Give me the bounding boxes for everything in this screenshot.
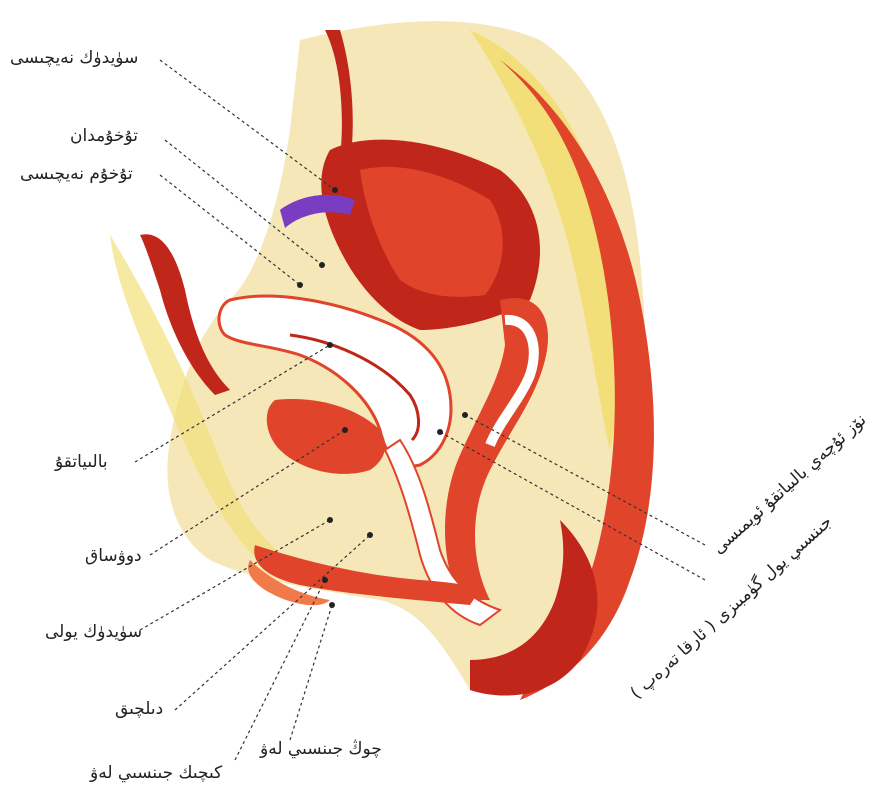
leader-ovary	[165, 140, 322, 265]
label-uterus: بالىياتقۇ	[55, 454, 108, 471]
pin-vagina	[437, 429, 443, 435]
label-ovary: تۇخۇمدان	[70, 128, 138, 145]
leader-vagina	[440, 432, 705, 580]
label-labia-majora: چوڭ جىنسىي لەۋ	[260, 741, 382, 758]
pin-uterus	[327, 342, 333, 348]
pin-labia-minora	[322, 577, 328, 583]
label-labia-minora: كىچىك جىنسىي لەۋ	[90, 765, 222, 782]
label-bladder: دوۋساق	[85, 548, 142, 565]
label-fallopian-tube: تۇخۇم نەيچىسى	[20, 166, 133, 183]
pin-urethra	[327, 517, 333, 523]
pin-fallopian	[297, 282, 303, 288]
pin-labia-majora	[329, 602, 335, 608]
leader-cervix	[465, 415, 705, 545]
pin-ovary	[319, 262, 325, 268]
pin-ureter	[332, 187, 338, 193]
leader-ureter	[160, 60, 335, 190]
pin-bladder	[342, 427, 348, 433]
leader-urethra	[140, 520, 330, 630]
label-ureter: سۈيدۈك نەيچىسى	[10, 50, 138, 67]
pin-clitoris	[367, 532, 373, 538]
leader-bladder	[150, 430, 345, 555]
pin-cervix	[462, 412, 468, 418]
leader-labia-majora	[290, 605, 332, 740]
leader-uterus	[135, 345, 330, 462]
label-urethra: سۈيدۈك يولى	[45, 624, 142, 641]
label-clitoris: دىلچىق	[115, 701, 163, 718]
